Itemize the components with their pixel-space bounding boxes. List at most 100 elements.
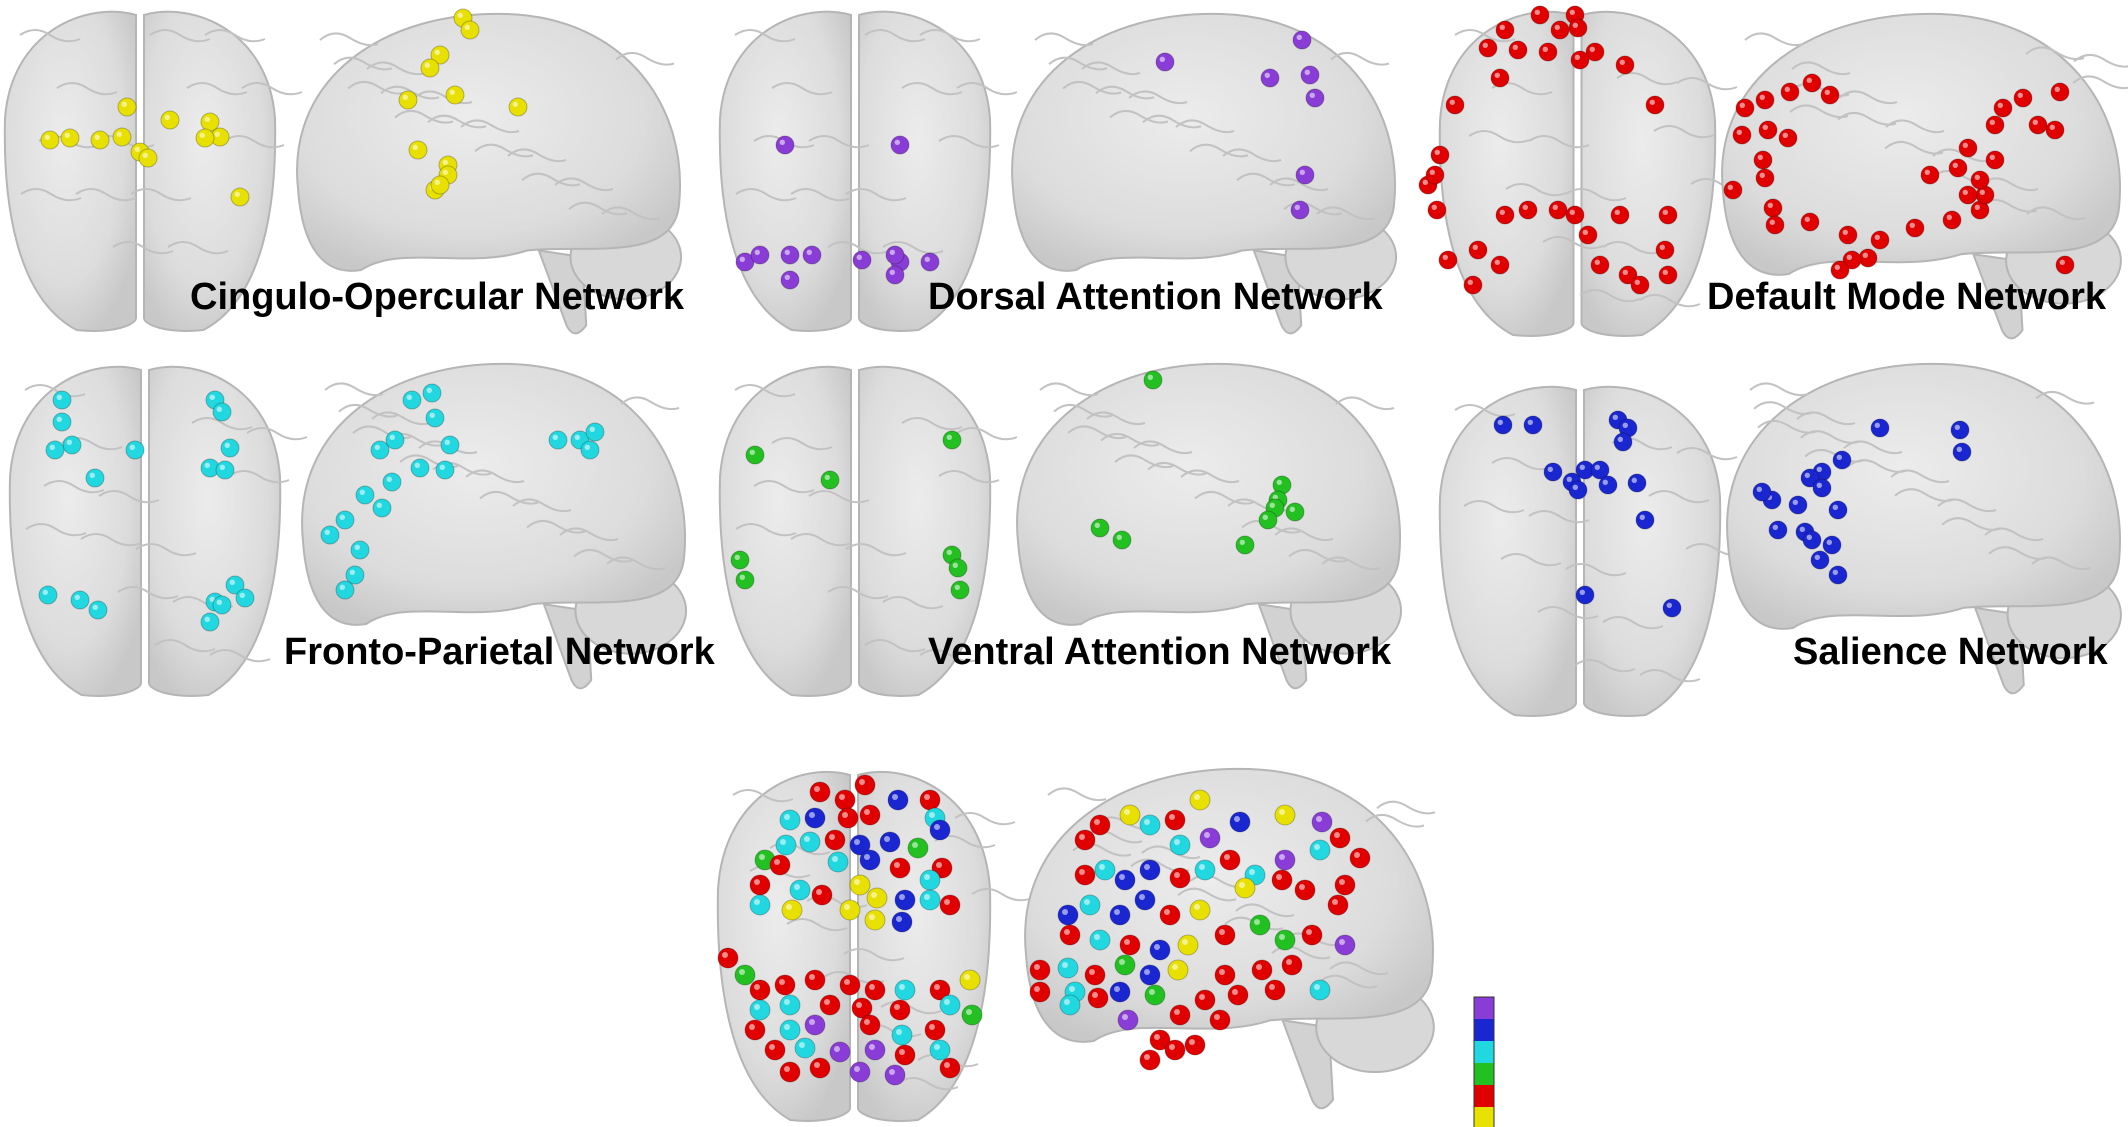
dmn-node — [2013, 88, 2033, 108]
combined-node-dmn-highlight — [1199, 994, 1205, 1000]
da-side-view-sulcus — [1175, 119, 1235, 134]
da-side-view-sulcus — [1095, 85, 1155, 100]
dmn-node — [1590, 255, 1610, 275]
combined-node-sal — [1109, 904, 1131, 926]
dmn-node — [1985, 150, 2005, 170]
da-node-highlight — [784, 249, 790, 255]
combined-node-sal — [1149, 939, 1171, 961]
dmn-node — [1802, 73, 1822, 93]
dmn-node — [1655, 240, 1675, 260]
network-colorbar — [1473, 996, 1495, 1127]
dmn-node-highlight — [1759, 172, 1766, 178]
sal-node — [1828, 500, 1848, 520]
combined-node-sal-highlight — [1114, 909, 1120, 915]
va-side-view-cerebrum — [1016, 362, 1401, 626]
combined-node-va-highlight — [966, 1009, 972, 1015]
combined-node-dmn — [889, 999, 911, 1021]
dmn-top-view-sulcus — [1528, 135, 1590, 149]
dmn-node — [1993, 98, 2013, 118]
combined-node-co-highlight — [871, 892, 877, 898]
sal-node — [1870, 418, 1890, 438]
dmn-node-highlight — [1759, 94, 1766, 101]
dmn-node-highlight — [1429, 169, 1436, 175]
fp-node-highlight — [66, 439, 73, 445]
sal-node-highlight — [1956, 446, 1963, 452]
combined-node-dmn — [889, 857, 911, 879]
combined-node-fp — [794, 1037, 816, 1059]
combined-node-fp-highlight — [799, 1042, 805, 1048]
dmn-top-view-sulcus — [1653, 125, 1715, 139]
combined-node-dmn — [924, 1019, 946, 1041]
combined-node-dmn-highlight — [1332, 899, 1338, 905]
combined-node-va — [734, 964, 756, 986]
combined-node-co-highlight — [786, 904, 792, 910]
dmn-node-highlight — [1619, 59, 1626, 65]
fp-node-highlight — [216, 406, 222, 412]
combined-node-dmn-highlight — [1269, 984, 1275, 990]
dmn-node-highlight — [1594, 259, 1601, 265]
fp-top-view-sulcus — [25, 523, 87, 537]
dmn-node — [1538, 42, 1558, 62]
fp-node — [335, 580, 355, 600]
combined-node-dmn — [894, 1044, 916, 1066]
dmn-node-highlight — [1449, 99, 1456, 106]
co-node — [230, 187, 250, 207]
combined-node-dmn — [1089, 814, 1111, 836]
combined-node-co — [959, 969, 981, 991]
co-node — [138, 148, 158, 168]
combined-node-dmn-highlight — [864, 809, 870, 815]
label-cingulo-opercular: Cingulo-Opercular Network — [190, 276, 685, 318]
combined-node-fp — [779, 809, 801, 831]
dmn-node-highlight — [1946, 214, 1953, 220]
combined-node-sal — [879, 831, 901, 853]
combined-side-view-sulcus — [1235, 903, 1295, 918]
combined-node-va-highlight — [1254, 919, 1260, 925]
combined-node-va-highlight — [739, 969, 745, 975]
dmn-node-highlight — [1522, 204, 1529, 210]
dmn-side-view-sulcus — [1789, 104, 1849, 119]
sal-side-view-sulcus — [1941, 517, 2001, 531]
combined-node-va-highlight — [1149, 989, 1155, 995]
sal-top-view-sulcus — [1602, 616, 1664, 630]
combined-top-view-sulcus — [880, 1001, 942, 1015]
dmn-node-highlight — [1727, 184, 1734, 190]
sal-node-highlight — [1579, 464, 1586, 470]
fp-top-view-sulcus — [135, 543, 197, 557]
combined-node-fp-highlight — [1249, 869, 1255, 875]
combined-side-view-sulcus — [1329, 961, 1389, 976]
combined-node-co — [1177, 934, 1199, 956]
dmn-node — [1723, 180, 1743, 200]
combined-node-dmn-highlight — [1286, 959, 1292, 965]
fp-node — [422, 383, 442, 403]
combined-node-fp-highlight — [1199, 864, 1205, 870]
dmn-node-highlight — [1499, 209, 1506, 215]
combined-node-dmn-highlight — [1256, 964, 1262, 970]
combined-node-da — [1334, 934, 1356, 956]
va-top-view-left-hemisphere — [718, 365, 852, 697]
combined-node-dmn — [749, 979, 771, 1001]
fp-node-highlight — [444, 439, 450, 445]
va-node-highlight — [734, 554, 740, 560]
colorbar-swatch — [1474, 1063, 1494, 1085]
dmn-node — [1763, 198, 1783, 218]
dmn-node — [1658, 205, 1678, 225]
dmn-top-view-right-hemisphere — [1580, 10, 1717, 337]
dmn-node-highlight — [1569, 9, 1576, 15]
va-node-highlight — [946, 434, 952, 440]
combined-node-dmn — [864, 979, 886, 1001]
combined-node-dmn-highlight — [1232, 989, 1238, 995]
co-node — [508, 97, 528, 117]
combined-node-co-highlight — [1194, 794, 1200, 800]
co-side-view — [296, 12, 683, 335]
da-side-view-sulcus — [1081, 61, 1141, 76]
fp-node-highlight — [49, 444, 55, 450]
va-side-view-sulcus — [1194, 491, 1254, 505]
da-top-view-sulcus — [735, 188, 797, 202]
da-side-view-sulcus — [1189, 143, 1249, 158]
va-side-view-sulcus — [1114, 454, 1174, 469]
sal-node — [1812, 478, 1832, 498]
fp-side-view-sulcus — [338, 404, 398, 418]
dmn-side-view-sulcus — [1838, 90, 1898, 105]
combined-node-dmn — [837, 807, 859, 829]
dmn-node-highlight — [1846, 254, 1853, 260]
